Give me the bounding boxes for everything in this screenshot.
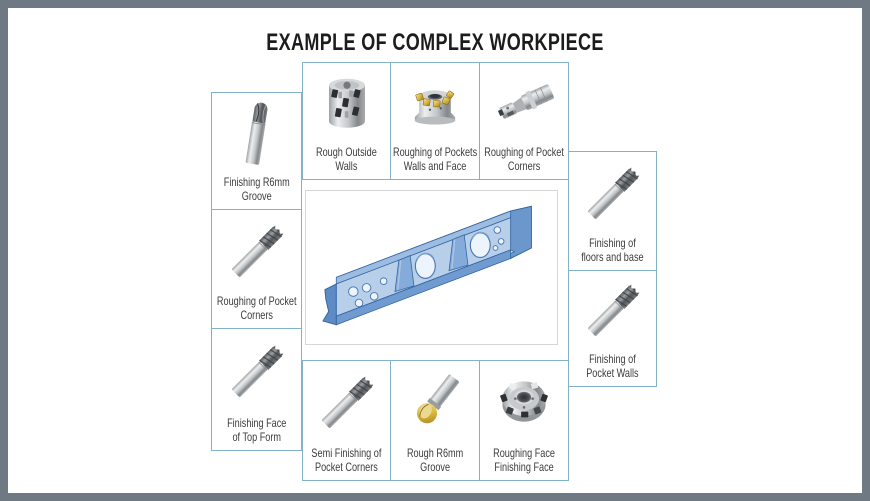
tool-label: Finishing Face of Top Form bbox=[226, 415, 287, 445]
face-mill-gold-inserts-icon bbox=[391, 63, 479, 145]
card-finishing-pocket-walls: Finishing of Pocket Walls bbox=[568, 270, 657, 387]
card-finishing-r6mm-groove: Finishing R6mm Groove bbox=[211, 92, 302, 210]
card-roughing-face-finishing-face: Roughing Face Finishing Face bbox=[479, 360, 569, 481]
tool-label: Semi Finishing of Pocket Corners bbox=[311, 445, 382, 475]
workpiece-image bbox=[305, 190, 558, 345]
card-finishing-face-top-form: Finishing Face of Top Form bbox=[211, 328, 302, 451]
end-mill-icon bbox=[569, 152, 656, 236]
end-mill-icon bbox=[303, 361, 390, 446]
face-mill-icon bbox=[303, 63, 390, 145]
tool-label: Finishing of floors and base bbox=[581, 235, 644, 265]
tool-label: Roughing of Pockets Walls and Face bbox=[392, 144, 478, 174]
tool-label: Roughing of Pocket Corners bbox=[484, 144, 564, 174]
tool-label: Rough Outside Walls bbox=[316, 144, 377, 174]
workpiece-3d-render-icon bbox=[322, 205, 532, 326]
end-mill-icon bbox=[569, 271, 656, 352]
tool-label: Roughing of Pocket Corners bbox=[216, 293, 297, 323]
card-rough-r6mm-groove: Rough R6mm Groove bbox=[390, 360, 480, 481]
ball-nose-gold-insert-icon bbox=[391, 361, 479, 446]
card-roughing-pocket-corners-left: Roughing of Pocket Corners bbox=[211, 209, 302, 329]
card-roughing-pocket-corners-top: Roughing of Pocket Corners bbox=[479, 62, 569, 180]
card-roughing-pockets-walls-face: Roughing of Pockets Walls and Face bbox=[390, 62, 480, 180]
tool-label: Finishing of Pocket Walls bbox=[586, 351, 639, 381]
modular-corner-cutter-icon bbox=[480, 63, 568, 145]
tool-label: Roughing Face Finishing Face bbox=[493, 445, 555, 475]
card-semi-finishing-pocket-corners: Semi Finishing of Pocket Corners bbox=[302, 360, 391, 481]
end-mill-icon bbox=[212, 210, 301, 294]
tool-label: Finishing R6mm Groove bbox=[223, 174, 290, 204]
card-rough-outside-walls: Rough Outside Walls bbox=[302, 62, 391, 180]
ball-nose-end-mill-icon bbox=[212, 93, 301, 175]
tool-label: Rough R6mm Groove bbox=[406, 445, 464, 475]
page-title: EXAMPLE OF COMPLEX WORKPIECE bbox=[266, 29, 604, 56]
card-finishing-floors-base: Finishing of floors and base bbox=[568, 151, 657, 271]
end-mill-icon bbox=[212, 329, 301, 416]
face-mill-top-view-icon bbox=[480, 361, 568, 446]
